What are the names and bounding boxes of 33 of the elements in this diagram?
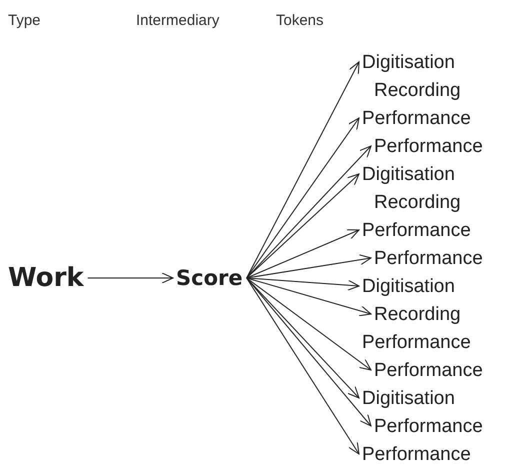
token-label: Performance — [362, 220, 471, 240]
arrow — [246, 278, 372, 426]
token-label: Performance — [374, 136, 483, 156]
token-label: Performance — [362, 444, 471, 464]
token-label: Recording — [374, 304, 461, 324]
node-label: Work — [8, 265, 84, 291]
arrow — [246, 229, 360, 278]
token-label: Digitisation — [362, 52, 455, 72]
arrow — [246, 146, 372, 278]
token-label: Performance — [374, 248, 483, 268]
token-label: Digitisation — [362, 388, 455, 408]
token-label: Recording — [374, 192, 461, 212]
arrow — [246, 278, 360, 454]
column-heading: Intermediary — [136, 12, 220, 29]
column-heading: Tokens — [276, 12, 324, 29]
token-label: Performance — [362, 332, 471, 352]
arrow — [246, 118, 360, 278]
column-heading: Type — [8, 12, 41, 29]
arrow — [246, 62, 360, 278]
token-label: Performance — [374, 360, 483, 380]
arrow — [246, 278, 372, 370]
arrow — [87, 272, 174, 284]
arrow — [246, 174, 360, 278]
token-label: Performance — [374, 416, 483, 436]
arrow — [246, 278, 360, 398]
token-label: Digitisation — [362, 276, 455, 296]
token-label: Digitisation — [362, 164, 455, 184]
arrow — [246, 278, 360, 291]
node-label: Score — [176, 268, 243, 288]
token-label: Performance — [362, 108, 471, 128]
arrow — [246, 254, 372, 278]
arrow — [246, 278, 372, 316]
token-label: Recording — [374, 80, 461, 100]
